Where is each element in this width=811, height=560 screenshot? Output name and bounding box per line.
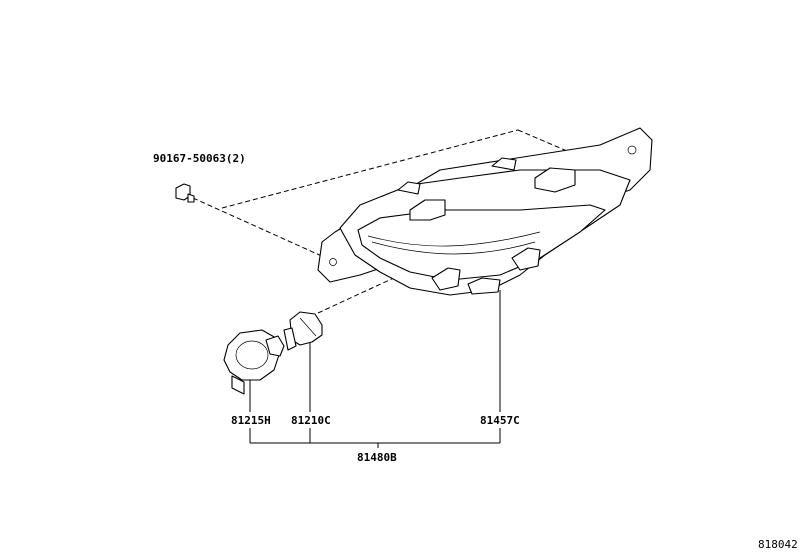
assembly-part-number: 81480B: [357, 451, 397, 464]
bulb-part: [283, 311, 323, 351]
fog-lamp-housing: [317, 127, 653, 296]
socket-part: [223, 329, 285, 395]
diagram-id: 818042: [758, 538, 798, 551]
lamp-part-number: 81457C: [480, 414, 520, 427]
leader-lines: [249, 290, 501, 448]
bolt-part: [175, 183, 195, 203]
bolt-part-number: 90167-50063(2): [153, 152, 246, 165]
socket-part-number: 81215H: [231, 414, 271, 427]
bulb-part-number: 81210C: [291, 414, 331, 427]
